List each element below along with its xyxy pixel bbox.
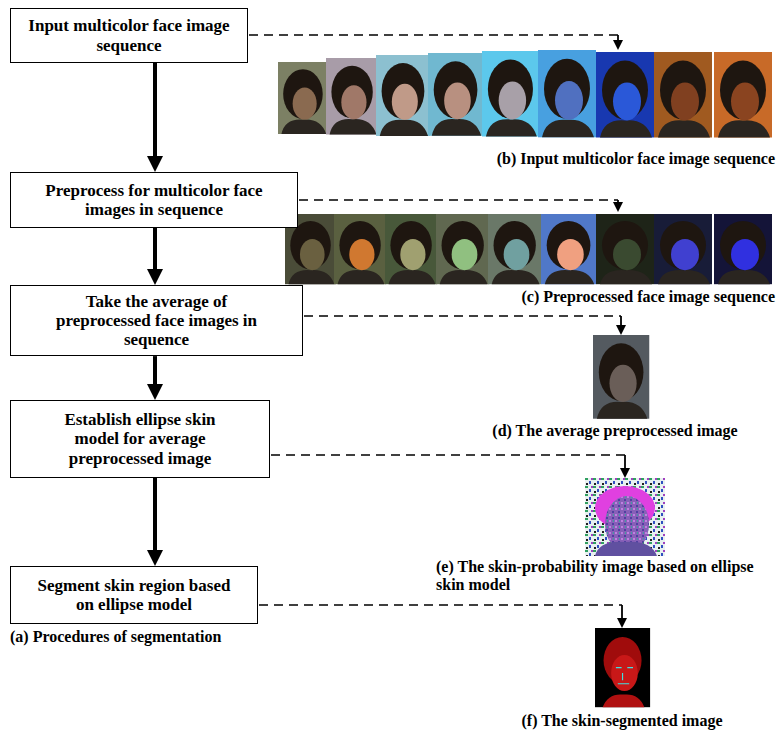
dashed-pointer [304, 316, 626, 335]
process-box: Input multicolor face image sequence [10, 8, 248, 63]
dashed-pointer [259, 605, 627, 628]
figure-caption: (d) The average preprocessed image [440, 422, 779, 440]
flow-arrow [147, 228, 163, 285]
figure-caption: (b) Input multicolor face image sequence [497, 150, 775, 168]
preprocessed-sequence [285, 214, 772, 284]
box-text: Segment skin region based on ellipse mod… [35, 576, 233, 614]
dashed-pointer [271, 455, 630, 478]
box-text: Preprocess for multicolor face images in… [35, 181, 273, 219]
flow-arrow [147, 478, 163, 566]
average-image [593, 335, 649, 419]
flow-arrow [147, 356, 163, 400]
flow-arrow [147, 63, 163, 172]
process-box: Take the average of preprocessed face im… [10, 285, 303, 356]
box-text: Take the average of preprocessed face im… [41, 292, 272, 349]
figure-caption: (e) The skin-probability image based on … [436, 558, 776, 595]
process-box: Establish ellipse skin model for average… [10, 400, 270, 478]
figure-caption: (a) Procedures of segmentation [10, 628, 221, 646]
dashed-pointer [249, 35, 623, 50]
skin-segmented-image [595, 628, 650, 707]
process-box: Segment skin region based on ellipse mod… [10, 566, 258, 624]
process-box: Preprocess for multicolor face images in… [10, 172, 298, 228]
box-text: Input multicolor face image sequence [25, 16, 233, 54]
figure-caption: (c) Preprocessed face image sequence [521, 288, 775, 306]
box-text: Establish ellipse skin model for average… [41, 410, 239, 467]
figure-caption: (f) The skin-segmented image [472, 712, 772, 730]
skin-probability-image [585, 478, 665, 556]
input-sequence [278, 50, 772, 138]
dashed-pointer [299, 200, 623, 212]
